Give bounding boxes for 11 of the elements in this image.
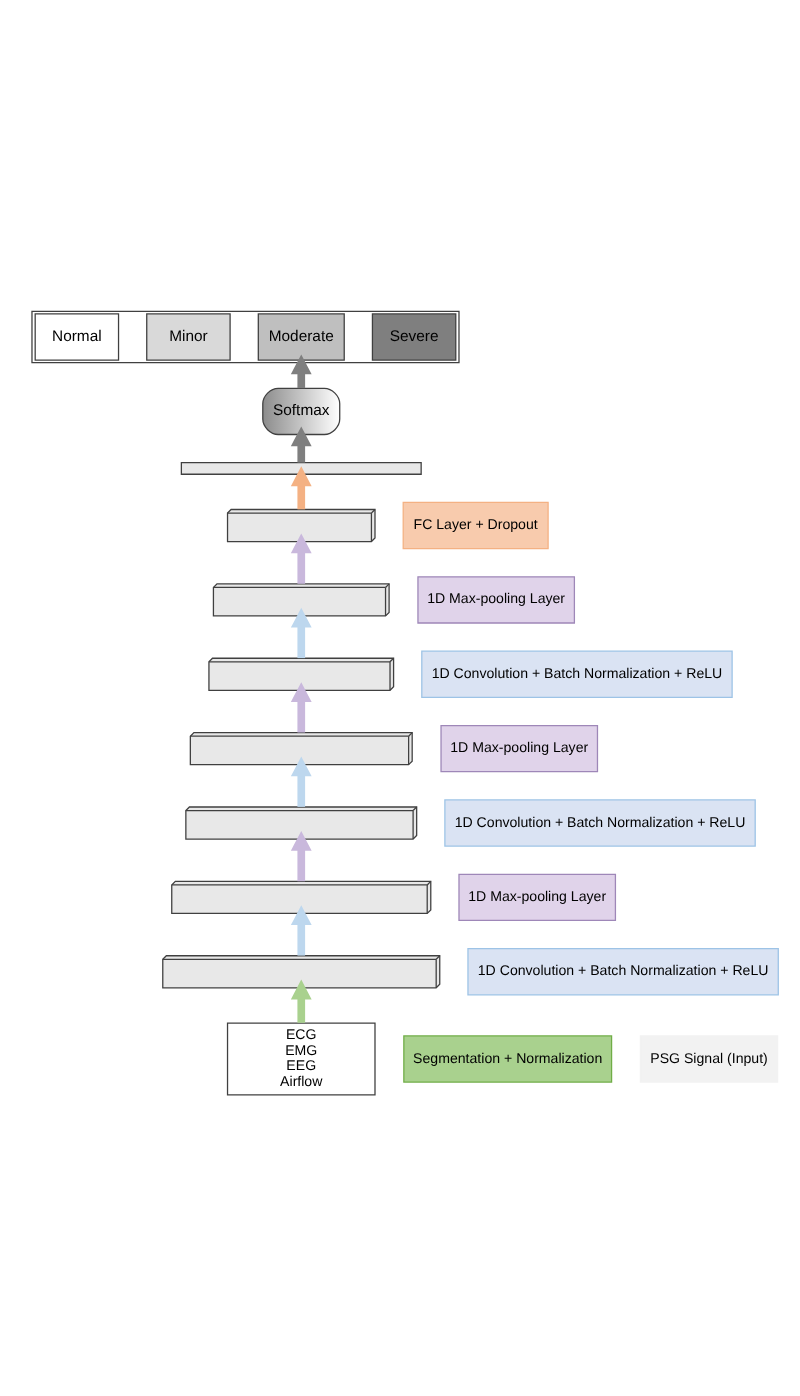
- arrow: [290, 979, 312, 1023]
- arrow: [290, 905, 312, 956]
- arrow: [290, 426, 312, 463]
- arrow: [290, 607, 312, 659]
- arrow: [290, 682, 312, 733]
- arrow: [290, 756, 312, 807]
- arrow: [290, 830, 312, 882]
- arrow: [290, 354, 312, 389]
- arrow: [290, 466, 312, 510]
- arrow: [290, 533, 312, 584]
- node-bar: [180, 462, 422, 475]
